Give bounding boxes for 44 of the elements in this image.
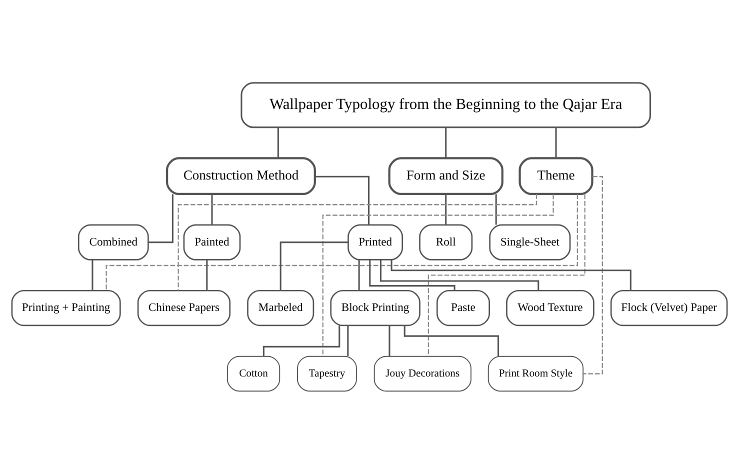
connector <box>347 325 349 356</box>
connector <box>428 194 586 356</box>
connector <box>322 194 554 356</box>
connector <box>555 127 557 158</box>
connector <box>445 194 447 224</box>
connector <box>583 176 603 374</box>
connector <box>211 194 213 224</box>
connector <box>206 259 208 290</box>
node-box: Painted <box>183 224 241 260</box>
connector <box>404 325 500 356</box>
node-box: Wood Texture <box>506 289 594 326</box>
connector <box>106 194 578 290</box>
node-box: Printing + Painting <box>11 289 121 326</box>
node-box: Form and Size <box>388 156 504 195</box>
connector <box>369 259 456 290</box>
connector <box>280 241 348 290</box>
connector <box>388 325 390 356</box>
node-box: Chinese Papers <box>137 289 231 326</box>
node-box: Single-Sheet <box>489 224 571 260</box>
node-box: Flock (Velvet) Paper <box>610 289 728 326</box>
node-box: Printed <box>348 224 404 260</box>
connector <box>390 259 632 290</box>
node-box: Jouy Decorations <box>374 355 472 392</box>
connector <box>314 175 370 224</box>
connector <box>92 259 94 290</box>
node-box: Print Room Style <box>488 355 584 392</box>
node-box: Paste <box>436 289 490 326</box>
node-box: Tapestry <box>297 355 357 392</box>
connector <box>358 259 360 290</box>
connector <box>445 127 447 158</box>
connector <box>262 325 340 356</box>
connector <box>380 259 540 290</box>
connector <box>495 194 497 224</box>
node-box: Roll <box>419 224 473 260</box>
connector <box>148 194 174 243</box>
node-box: Marbeled <box>247 289 314 326</box>
node-box: Wallpaper Typology from the Beginning to the Qajar Era <box>240 82 651 128</box>
node-box: Cotton <box>226 355 280 392</box>
node-box: Theme <box>518 156 594 195</box>
node-box: Combined <box>78 224 149 260</box>
connector <box>178 194 538 290</box>
node-box: Block Printing <box>330 289 420 326</box>
node-box: Construction Method <box>166 156 316 195</box>
connector <box>277 127 279 158</box>
